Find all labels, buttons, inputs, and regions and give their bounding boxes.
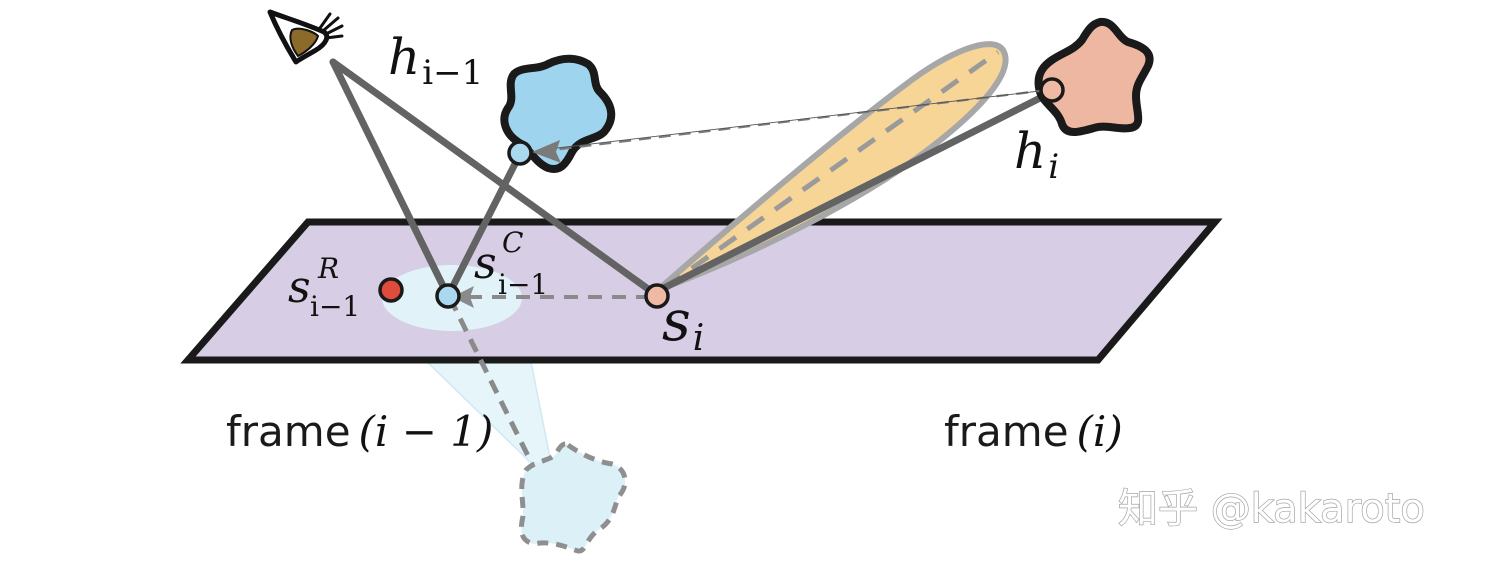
link-hcurr-hprev-thin bbox=[539, 89, 1049, 151]
point-s-prev-R bbox=[378, 277, 404, 303]
label-s-prev-C-sub: i−1 bbox=[498, 268, 548, 301]
label-s-curr-base: s bbox=[662, 289, 691, 354]
caption-frame-prev: frame(i − 1) bbox=[226, 407, 493, 456]
plane-arrowhead bbox=[452, 286, 474, 308]
label-s-prev-C-base: s bbox=[474, 238, 497, 289]
label-s-prev-C: s C i−1 bbox=[474, 226, 548, 301]
point-s-curr bbox=[644, 283, 670, 309]
label-h-curr: hi bbox=[1014, 122, 1059, 187]
point-s-prev-C bbox=[435, 283, 461, 309]
watermark-text: 知乎 @kakaroto bbox=[1118, 486, 1425, 532]
lobe-axis bbox=[662, 49, 1000, 291]
point-hprev bbox=[507, 140, 533, 166]
label-s-prev-R-base: s bbox=[288, 262, 311, 313]
label-s-curr-sub: i bbox=[693, 318, 705, 359]
point-hcurr bbox=[1039, 77, 1065, 103]
star-curr bbox=[1034, 17, 1154, 136]
ghost-ray bbox=[447, 296, 535, 466]
arrowhead-hprev bbox=[532, 140, 561, 163]
caption-frame-prev-word: frame bbox=[226, 407, 351, 456]
label-h-curr-sub: i bbox=[1048, 147, 1059, 187]
rays bbox=[329, 58, 1056, 298]
label-s-prev-R-sup: R bbox=[317, 252, 339, 285]
ray-si-to-hcurr bbox=[656, 88, 1056, 294]
caption-frame-curr: frame(i) bbox=[944, 407, 1123, 456]
ray-eye-to-si bbox=[329, 58, 659, 298]
label-h-prev: hi−1 bbox=[388, 28, 483, 93]
label-h-prev-sub: i−1 bbox=[422, 53, 483, 93]
caption-frame-curr-word: frame bbox=[944, 407, 1069, 456]
caption-frame-curr-arg: (i) bbox=[1077, 407, 1123, 456]
label-h-curr-base: h bbox=[1014, 122, 1046, 180]
ray-sC-to-hprev bbox=[446, 152, 523, 296]
label-s-prev-C-sup: C bbox=[502, 226, 523, 259]
ghost-star bbox=[518, 441, 628, 554]
label-h-prev-base: h bbox=[388, 28, 420, 86]
ray-eye-to-sC bbox=[329, 58, 451, 298]
label-s-prev-R: s R i−1 bbox=[288, 252, 360, 323]
label-s-curr: si bbox=[662, 289, 704, 359]
label-s-prev-R-sub: i−1 bbox=[310, 290, 360, 323]
star-prev bbox=[500, 54, 616, 173]
caption-frame-prev-arg: (i − 1) bbox=[359, 407, 494, 456]
eye-icon bbox=[267, 9, 344, 65]
